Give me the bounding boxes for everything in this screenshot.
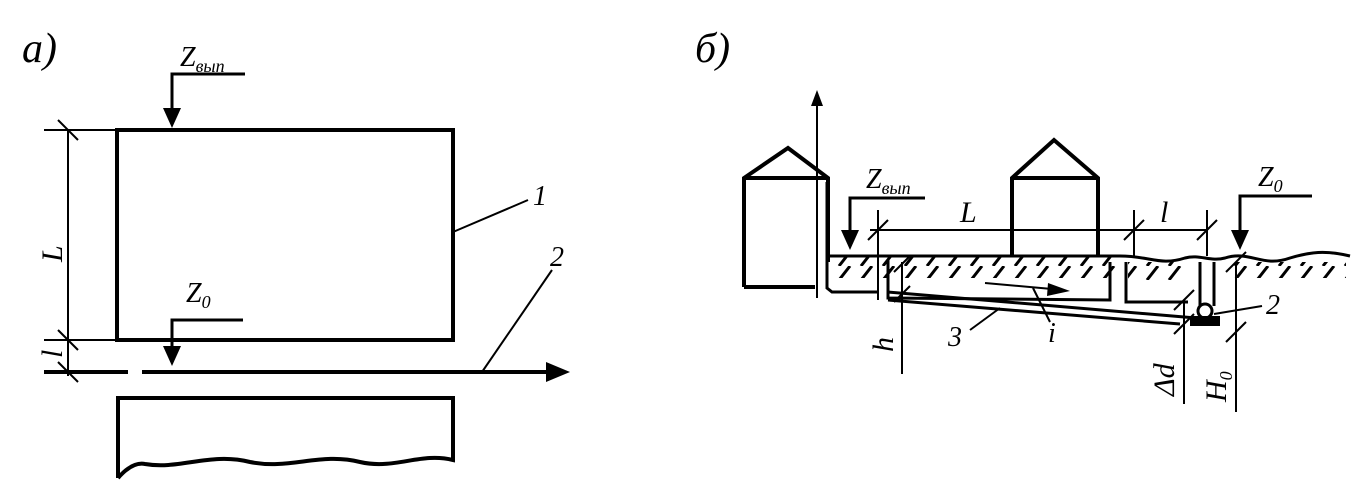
building-middle-b — [1010, 137, 1100, 256]
ground-surface-b — [828, 250, 1351, 280]
dim-L-a-label: L — [36, 245, 69, 263]
dim-L-b-label: L — [959, 196, 977, 229]
slope-i-label: i — [1048, 318, 1056, 349]
dim-h-label: h — [867, 337, 900, 352]
callout-2-a-label: 2 — [550, 242, 564, 273]
z-outlet-marker-a: Zвып — [163, 42, 245, 128]
z-0-a-main: Z — [186, 278, 202, 309]
panel-a: а) Zвып L l Z0 — [22, 26, 570, 480]
z-zero-marker-a: Z0 — [163, 278, 243, 366]
callout-2-b-label: 2 — [1266, 290, 1280, 321]
dim-l-b-label: l — [1160, 196, 1168, 229]
callout-3-label: 3 — [947, 322, 962, 353]
z-0-b-sub: 0 — [1274, 176, 1283, 196]
dim-H0-sub: 0 — [1216, 371, 1236, 380]
dimension-L-a: L l — [36, 119, 117, 383]
z-0-b-main: Z — [1258, 162, 1274, 193]
collector-pipe-b: 2 — [1190, 290, 1280, 326]
callout-3-b: 3 — [947, 307, 1001, 353]
collector-line-a — [44, 362, 570, 382]
panel-b-label: б) — [695, 26, 730, 72]
z-out-b-main: Z — [866, 164, 882, 195]
svg-text:H0: H0 — [1200, 371, 1236, 403]
building-plan — [115, 128, 455, 342]
svg-text:Zвып: Zвып — [866, 164, 911, 198]
dimension-delta-d-b: Δd — [1148, 289, 1195, 404]
z-zero-marker-b: Z0 — [1231, 162, 1312, 250]
z-outlet-marker-b: Zвып — [841, 164, 925, 250]
panel-b: б) Zв — [695, 26, 1351, 412]
dimension-h-b: h — [867, 255, 911, 374]
dim-l-a-label: l — [36, 350, 69, 358]
building-lower — [116, 396, 455, 480]
sewer-outline-b — [886, 260, 1216, 306]
z-out-a-sub: вып — [196, 56, 225, 76]
callout-1-label: 1 — [533, 181, 547, 212]
riser-pipe-b — [811, 90, 878, 298]
svg-text:Zвып: Zвып — [180, 42, 225, 76]
slope-arrow-b: i — [984, 282, 1070, 349]
dimension-H0-b: H0 — [1200, 251, 1247, 412]
svg-text:Z0: Z0 — [1258, 162, 1283, 196]
svg-text:Z0: Z0 — [186, 278, 211, 312]
building-left-b — [742, 145, 830, 289]
z-out-b-sub: вып — [882, 178, 911, 198]
z-0-a-sub: 0 — [202, 292, 211, 312]
panel-a-label: а) — [22, 26, 57, 72]
callouts-a: 1 2 — [452, 181, 564, 373]
z-out-a-main: Z — [180, 42, 196, 73]
dimension-L-l-b: L l — [867, 196, 1218, 300]
dim-delta-d-label: Δd — [1148, 362, 1181, 397]
dim-H0-main: H — [1200, 378, 1233, 403]
